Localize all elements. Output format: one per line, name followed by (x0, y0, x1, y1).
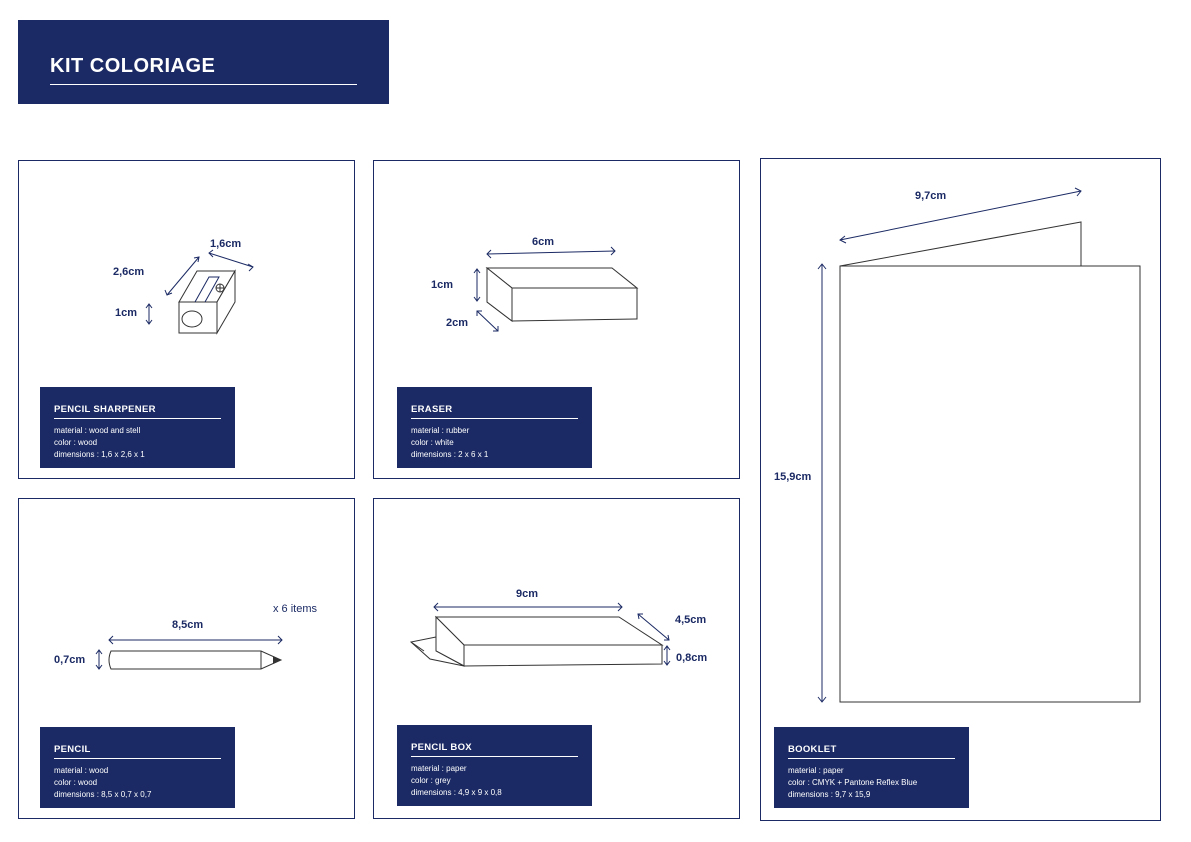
eraser-color: color : white (411, 438, 454, 447)
eraser-depth-label: 2cm (446, 317, 468, 329)
pencil-box-width-label: 4,5cm (675, 614, 706, 626)
sharpener-info-card: PENCIL SHARPENER material : wood and ste… (40, 387, 235, 468)
eraser-dimensions: dimensions : 2 x 6 x 1 (411, 450, 489, 459)
pencil-shape (108, 650, 283, 670)
eraser-dimension-lines (473, 246, 616, 332)
pencil-box-drawing: 9cm 4,5cm 0,8cm (409, 588, 707, 667)
panel-pencil: 8,5cm 0,7cm x 6 items PENCIL material : … (18, 498, 355, 819)
pencil-length-label: 8,5cm (172, 619, 203, 631)
booklet-width-label: 9,7cm (915, 190, 946, 202)
booklet-material: material : paper (788, 766, 844, 775)
pencil-box-dimensions: dimensions : 4,9 x 9 x 0,8 (411, 788, 502, 797)
sharpener-divider (54, 418, 221, 419)
pencil-box-title: PENCIL BOX (411, 742, 472, 753)
eraser-shape (485, 266, 639, 323)
eraser-title: ERASER (411, 404, 453, 415)
eraser-length-label: 6cm (532, 236, 554, 248)
pencil-material: material : wood (54, 766, 109, 775)
pencil-box-length-label: 9cm (516, 588, 538, 600)
pencil-title: PENCIL (54, 744, 91, 755)
sharpener-length-label: 2,6cm (113, 266, 144, 278)
pencil-box-shape (409, 615, 664, 667)
eraser-info-card: ERASER material : rubber color : white d… (397, 387, 592, 468)
pencil-diameter-label: 0,7cm (54, 654, 85, 666)
pencil-dimension-lines (95, 635, 283, 670)
panel-booklet: 9,7cm 15,9cm BOOKLET material : paper co… (760, 158, 1161, 821)
sharpener-material: material : wood and stell (54, 426, 141, 435)
booklet-title: BOOKLET (788, 744, 837, 755)
sharpener-color: color : wood (54, 438, 98, 447)
booklet-info-card: BOOKLET material : paper color : CMYK + … (774, 727, 969, 808)
booklet-color: color : CMYK + Pantone Reflex Blue (788, 778, 918, 787)
pencil-box-divider (411, 756, 578, 757)
sharpener-dimensions: dimensions : 1,6 x 2,6 x 1 (54, 450, 145, 459)
panel-pencil-box: 9cm 4,5cm 0,8cm PENCIL BOX material : pa… (373, 498, 740, 819)
sharpener-title: PENCIL SHARPENER (54, 404, 156, 415)
pencil-dimensions: dimensions : 8,5 x 0,7 x 0,7 (54, 790, 152, 799)
pencil-quantity-label: x 6 items (273, 603, 318, 615)
booklet-drawing: 9,7cm 15,9cm (774, 187, 1141, 703)
pencil-box-dimension-lines (433, 602, 671, 666)
pencil-box-info-card: PENCIL BOX material : paper color : grey… (397, 725, 592, 806)
booklet-divider (788, 758, 955, 759)
booklet-dimensions: dimensions : 9,7 x 15,9 (788, 790, 871, 799)
header-banner: KIT COLORIAGE (18, 20, 389, 104)
pencil-box-color: color : grey (411, 776, 451, 785)
pencil-box-height-label: 0,8cm (676, 652, 707, 664)
sharpener-shape (178, 269, 236, 335)
sharpener-height-label: 1cm (115, 307, 137, 319)
sharpener-width-label: 1,6cm (210, 238, 241, 250)
sharpener-dimension-lines (145, 249, 254, 325)
booklet-shape (839, 221, 1141, 703)
title-underline (50, 84, 357, 85)
pencil-divider (54, 758, 221, 759)
booklet-dimension-lines (817, 187, 1082, 703)
panel-pencil-sharpener: 1,6cm 2,6cm 1cm PENCIL SHARPENER materia… (18, 160, 355, 479)
booklet-height-label: 15,9cm (774, 471, 812, 483)
eraser-divider (411, 418, 578, 419)
pencil-info-card: PENCIL material : wood color : wood dime… (40, 727, 235, 808)
sharpener-drawing: 1,6cm 2,6cm 1cm (113, 238, 254, 335)
panel-eraser: 6cm 1cm 2cm ERASER material : rubber col… (373, 160, 740, 479)
eraser-drawing: 6cm 1cm 2cm (431, 236, 639, 332)
pencil-drawing: 8,5cm 0,7cm x 6 items (54, 603, 318, 670)
pencil-box-material: material : paper (411, 764, 467, 773)
pencil-color: color : wood (54, 778, 98, 787)
eraser-material: material : rubber (411, 426, 470, 435)
eraser-height-label: 1cm (431, 279, 453, 291)
page-title: KIT COLORIAGE (50, 55, 216, 77)
